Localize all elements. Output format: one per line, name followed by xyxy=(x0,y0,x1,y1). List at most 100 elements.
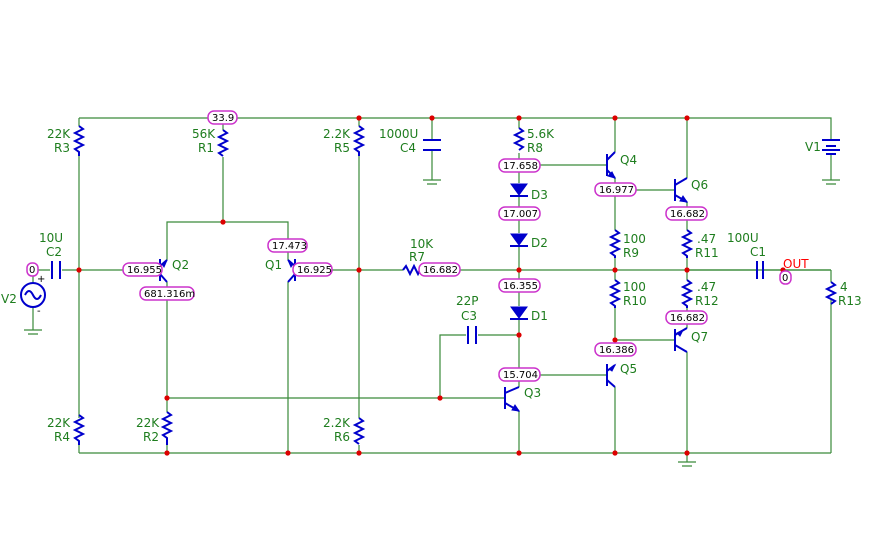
label-v1-ref: V1 xyxy=(805,140,821,154)
probe-r8-node[interactable]: 17.658 xyxy=(498,158,541,173)
capacitor-c1[interactable] xyxy=(756,261,764,279)
label-d2-ref: D2 xyxy=(531,236,548,250)
resistor-r5[interactable] xyxy=(352,125,366,156)
battery-v1[interactable] xyxy=(822,139,840,185)
diodes xyxy=(510,183,528,320)
probe-output[interactable]: 0 xyxy=(779,270,792,285)
resistor-r13[interactable] xyxy=(824,281,838,305)
probe-q3-collector-value: 15.704 xyxy=(503,370,538,381)
probe-q7-emitter[interactable]: 16.682 xyxy=(665,310,708,325)
capacitor-c3[interactable] xyxy=(467,326,477,344)
probe-q7-emitter-value: 16.682 xyxy=(670,313,705,324)
label-r2-ref: R2 xyxy=(143,430,159,444)
label-r8-value: 5.6K xyxy=(527,127,555,141)
capacitor-c2[interactable] xyxy=(51,261,61,279)
label-r12-value: .47 xyxy=(697,280,716,294)
probe-q1-collector-value: 17.473 xyxy=(272,241,307,252)
probe-r7-node-value: 16.682 xyxy=(423,265,458,276)
capacitor-c4[interactable] xyxy=(423,139,441,185)
diode-d1[interactable] xyxy=(510,306,528,320)
probe-q1-base-value: 16.925 xyxy=(297,265,332,276)
resistor-r12[interactable] xyxy=(680,279,694,308)
label-c3-value: 22P xyxy=(456,294,479,308)
probe-d3-d2-node-value: 17.007 xyxy=(503,209,538,220)
label-q6-ref: Q6 xyxy=(691,178,708,192)
label-r1-ref: R1 xyxy=(198,141,214,155)
label-r5-value: 2.2K xyxy=(323,127,351,141)
diode-d2[interactable] xyxy=(510,233,528,247)
transistor-q7[interactable] xyxy=(674,327,688,353)
label-c3-ref: C3 xyxy=(461,309,477,323)
label-r7-ref: R7 xyxy=(409,250,425,264)
label-c2-value: 10U xyxy=(39,231,63,245)
source-minus-sign: - xyxy=(37,306,41,317)
probe-supply-value: 33.9 xyxy=(212,113,234,124)
probe-d2-d1-node[interactable]: 16.355 xyxy=(498,278,541,293)
label-r6-ref: R6 xyxy=(334,430,350,444)
ac-source-v2[interactable]: + - xyxy=(20,274,46,317)
transistor-q6[interactable] xyxy=(674,177,689,203)
label-r9-ref: R9 xyxy=(623,246,639,260)
label-c1-ref: C1 xyxy=(750,245,766,259)
resistor-r4[interactable] xyxy=(72,414,86,445)
label-q5-ref: Q5 xyxy=(620,362,637,376)
resistor-r3[interactable] xyxy=(72,125,86,156)
resistor-r2[interactable] xyxy=(160,411,174,445)
transistor-q5[interactable] xyxy=(606,363,617,388)
label-c4-ref: C4 xyxy=(400,141,416,155)
probe-q2-emitter[interactable]: 681.316m xyxy=(139,286,195,301)
label-q2-ref: Q2 xyxy=(172,258,189,272)
label-r3-ref: R3 xyxy=(54,141,70,155)
label-q4-ref: Q4 xyxy=(620,153,637,167)
probe-q5-emitter[interactable]: 16.386 xyxy=(594,342,637,357)
junction-dots xyxy=(76,115,786,456)
label-c2-ref: C2 xyxy=(46,245,62,259)
label-r8-ref: R8 xyxy=(527,141,543,155)
label-d1-ref: D1 xyxy=(531,309,548,323)
transistors xyxy=(159,151,689,412)
probe-input[interactable]: 0 xyxy=(26,262,39,277)
ground-symbols xyxy=(24,329,696,467)
label-r1-value: 56K xyxy=(192,127,216,141)
resistor-r9[interactable] xyxy=(608,229,622,258)
output-label: OUT xyxy=(783,257,809,271)
probe-q3-collector[interactable]: 15.704 xyxy=(498,367,541,382)
label-r5-ref: R5 xyxy=(334,141,350,155)
probe-q5-emitter-value: 16.386 xyxy=(599,345,634,356)
resistor-r6[interactable] xyxy=(352,417,366,445)
probe-q2-base[interactable]: 16.955 xyxy=(122,262,163,277)
label-q3-ref: Q3 xyxy=(524,386,541,400)
resistor-r8[interactable] xyxy=(512,127,526,151)
label-d3-ref: D3 xyxy=(531,188,548,202)
label-r2-value: 22K xyxy=(136,416,160,430)
label-r11-value: .47 xyxy=(697,232,716,246)
capacitors xyxy=(51,139,764,344)
label-v2-ref: V2 xyxy=(1,292,17,306)
resistor-r10[interactable] xyxy=(608,279,622,308)
probe-r7-node[interactable]: 16.682 xyxy=(418,262,461,277)
label-r12-ref: R12 xyxy=(695,294,719,308)
resistors xyxy=(72,125,838,445)
probe-q1-collector[interactable]: 17.473 xyxy=(267,238,308,253)
probe-q6-emitter[interactable]: 16.682 xyxy=(665,206,708,221)
label-q1-ref: Q1 xyxy=(265,258,282,272)
transistor-q4[interactable] xyxy=(606,151,616,179)
label-c1-value: 100U xyxy=(727,231,759,245)
probe-q1-base[interactable]: 16.925 xyxy=(292,262,333,277)
probe-supply[interactable]: 33.9 xyxy=(207,110,238,125)
probe-q2-base-value: 16.955 xyxy=(127,265,162,276)
label-r4-value: 22K xyxy=(47,416,71,430)
probe-q4-emitter[interactable]: 16.977 xyxy=(594,182,637,197)
resistor-r11[interactable] xyxy=(680,229,694,258)
component-labels: 22K R3 22K R4 56K R1 22K R2 2.2K R5 2.2K… xyxy=(1,127,862,444)
label-r9-value: 100 xyxy=(623,232,646,246)
diode-d3[interactable] xyxy=(510,183,528,197)
label-r13-value: 4 xyxy=(840,280,848,294)
transistor-q3[interactable] xyxy=(504,386,521,412)
probe-input-value: 0 xyxy=(29,265,35,276)
label-r3-value: 22K xyxy=(47,127,71,141)
resistor-r1[interactable] xyxy=(216,129,230,157)
probe-d3-d2-node[interactable]: 17.007 xyxy=(498,206,541,221)
